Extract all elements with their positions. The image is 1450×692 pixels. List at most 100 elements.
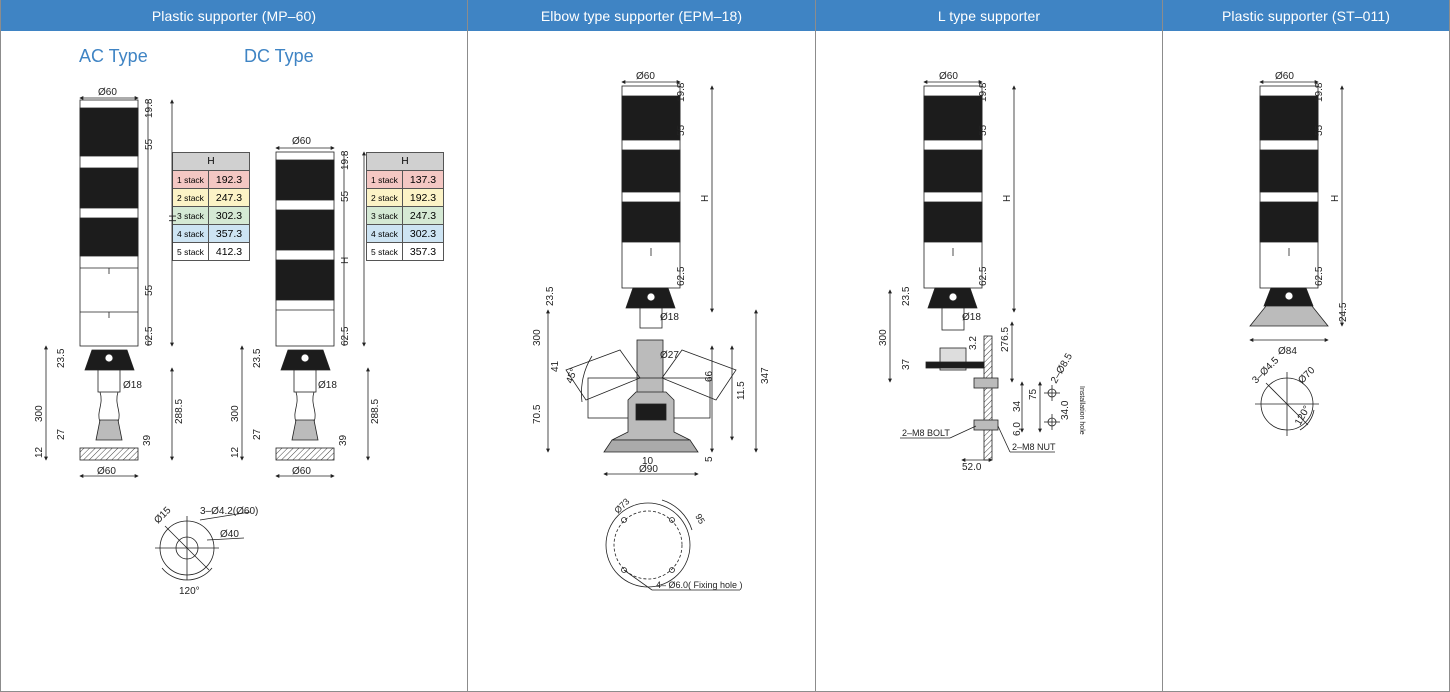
dim-label: 300 (230, 405, 241, 422)
stack-label: 2 stack (366, 188, 403, 207)
stack-label: 4 stack (172, 224, 209, 243)
dim-label: 66 (704, 370, 715, 382)
dim-label: 19.8 (676, 82, 687, 102)
column-mp60: Plastic supporter (MP–60) (0, 0, 468, 692)
dim-label: 23.5 (56, 348, 67, 368)
dim-label: Ø40 (220, 529, 239, 540)
dim-label: 6.0 (1012, 422, 1023, 436)
stack-height: 357.3 (402, 242, 444, 261)
dim-label: Ø60 (98, 87, 117, 98)
dim-label: Ø18 (318, 380, 337, 391)
dim-label: 55 (144, 138, 155, 150)
st011-drawing (1249, 80, 1344, 436)
ltype-dim-labels: Ø60 19.8 55 H 62.5 23.5 Ø18 300 276.5 37… (878, 71, 1085, 473)
dim-label: 41 (550, 360, 561, 372)
dim-label: 288.5 (174, 399, 185, 424)
dim-label: Ø27 (660, 350, 679, 361)
dim-label: 3–Ø4.2(Ø60) (200, 506, 258, 517)
dim-label: 39 (142, 434, 153, 446)
dim-label: 2–M8 BOLT (902, 428, 950, 438)
dim-label: H (1002, 195, 1013, 202)
stack-height: 302.3 (208, 206, 250, 225)
dim-label: Ø18 (123, 380, 142, 391)
dc-type-title: DC Type (244, 46, 314, 66)
stack-height: 192.3 (402, 188, 444, 207)
dim-label: 300 (532, 329, 543, 346)
dim-label: 62.5 (340, 326, 351, 346)
ltype-drawing (888, 80, 1060, 462)
dim-label: Ø73 (612, 496, 631, 515)
dim-label: 300 (34, 405, 45, 422)
dim-label: Ø70 (1296, 365, 1317, 386)
dim-label: Ø60 (292, 136, 311, 147)
dim-label: Ø15 (152, 505, 173, 526)
dim-label: 347 (760, 367, 771, 384)
ac-type-drawing (44, 96, 174, 478)
dim-label: H (1330, 195, 1341, 202)
dim-label: 10 (642, 456, 654, 467)
dim-label: 23.5 (545, 286, 556, 306)
dim-label: 19.8 (340, 150, 351, 170)
dim-label: 55 (676, 124, 687, 136)
dim-label: 37 (901, 358, 912, 370)
dim-label: 62.5 (144, 326, 155, 346)
dim-label: 52.0 (962, 462, 982, 473)
dim-label: 55 (144, 284, 155, 296)
dim-label: 276.5 (1000, 327, 1011, 352)
dc-type-drawing (240, 146, 370, 478)
dim-label: 34.0 (1060, 400, 1071, 420)
dim-label: 120° (179, 586, 200, 597)
dim-label: H (340, 257, 351, 264)
dim-label: 62.5 (1314, 266, 1325, 286)
dim-label: 55 (978, 124, 989, 136)
dim-label: 55 (340, 190, 351, 202)
dim-label: H (168, 215, 179, 222)
dim-label: Ø90 (639, 464, 658, 475)
dim-label: 75 (1028, 388, 1039, 400)
dim-label: 11.5 (736, 381, 747, 400)
dim-label: 12 (230, 446, 241, 458)
dim-label: 45° (564, 367, 580, 385)
dim-label: Ø60 (292, 466, 311, 477)
mp60-hole-pattern (155, 511, 251, 581)
dim-label: 39 (338, 434, 349, 446)
dim-label: 12 (34, 446, 45, 458)
dim-label: 2–Ø8.5 (1049, 351, 1075, 385)
epm18-hole-pattern (605, 499, 740, 591)
mp60-hole-labels: 3–Ø4.2(Ø60) Ø15 Ø40 120° (152, 505, 258, 597)
stack-height: 247.3 (402, 206, 444, 225)
ac-type-title: AC Type (79, 46, 148, 66)
dim-label: 24.5 (1338, 302, 1349, 322)
dim-label: 23.5 (252, 348, 263, 368)
dc-dim-labels: Ø60 19.8 55 H 62.5 23.5 Ø18 300 27 39 12… (230, 136, 381, 477)
dim-label: 5 (704, 456, 715, 462)
dim-label: 3–Ø4.5 (1250, 355, 1281, 386)
dim-label: 288.5 (370, 399, 381, 424)
dim-label: 3.2 (968, 336, 979, 350)
column-epm18: Elbow type supporter (EPM–18) (468, 0, 816, 692)
stack-label: 3 stack (172, 206, 209, 225)
dim-label: 27 (56, 428, 67, 440)
dim-label: 62.5 (978, 266, 989, 286)
dim-label: Installation hole (1078, 386, 1085, 435)
dim-label: Ø18 (962, 312, 981, 323)
dim-label: Ø60 (1275, 71, 1294, 82)
dim-label: 19.8 (978, 82, 989, 102)
stack-height: 247.3 (208, 188, 250, 207)
dim-label: 62.5 (676, 266, 687, 286)
stack-height: 357.3 (208, 224, 250, 243)
column-ltype: L type supporter (816, 0, 1163, 692)
stack-height: 302.3 (402, 224, 444, 243)
dim-label: Ø60 (636, 71, 655, 82)
